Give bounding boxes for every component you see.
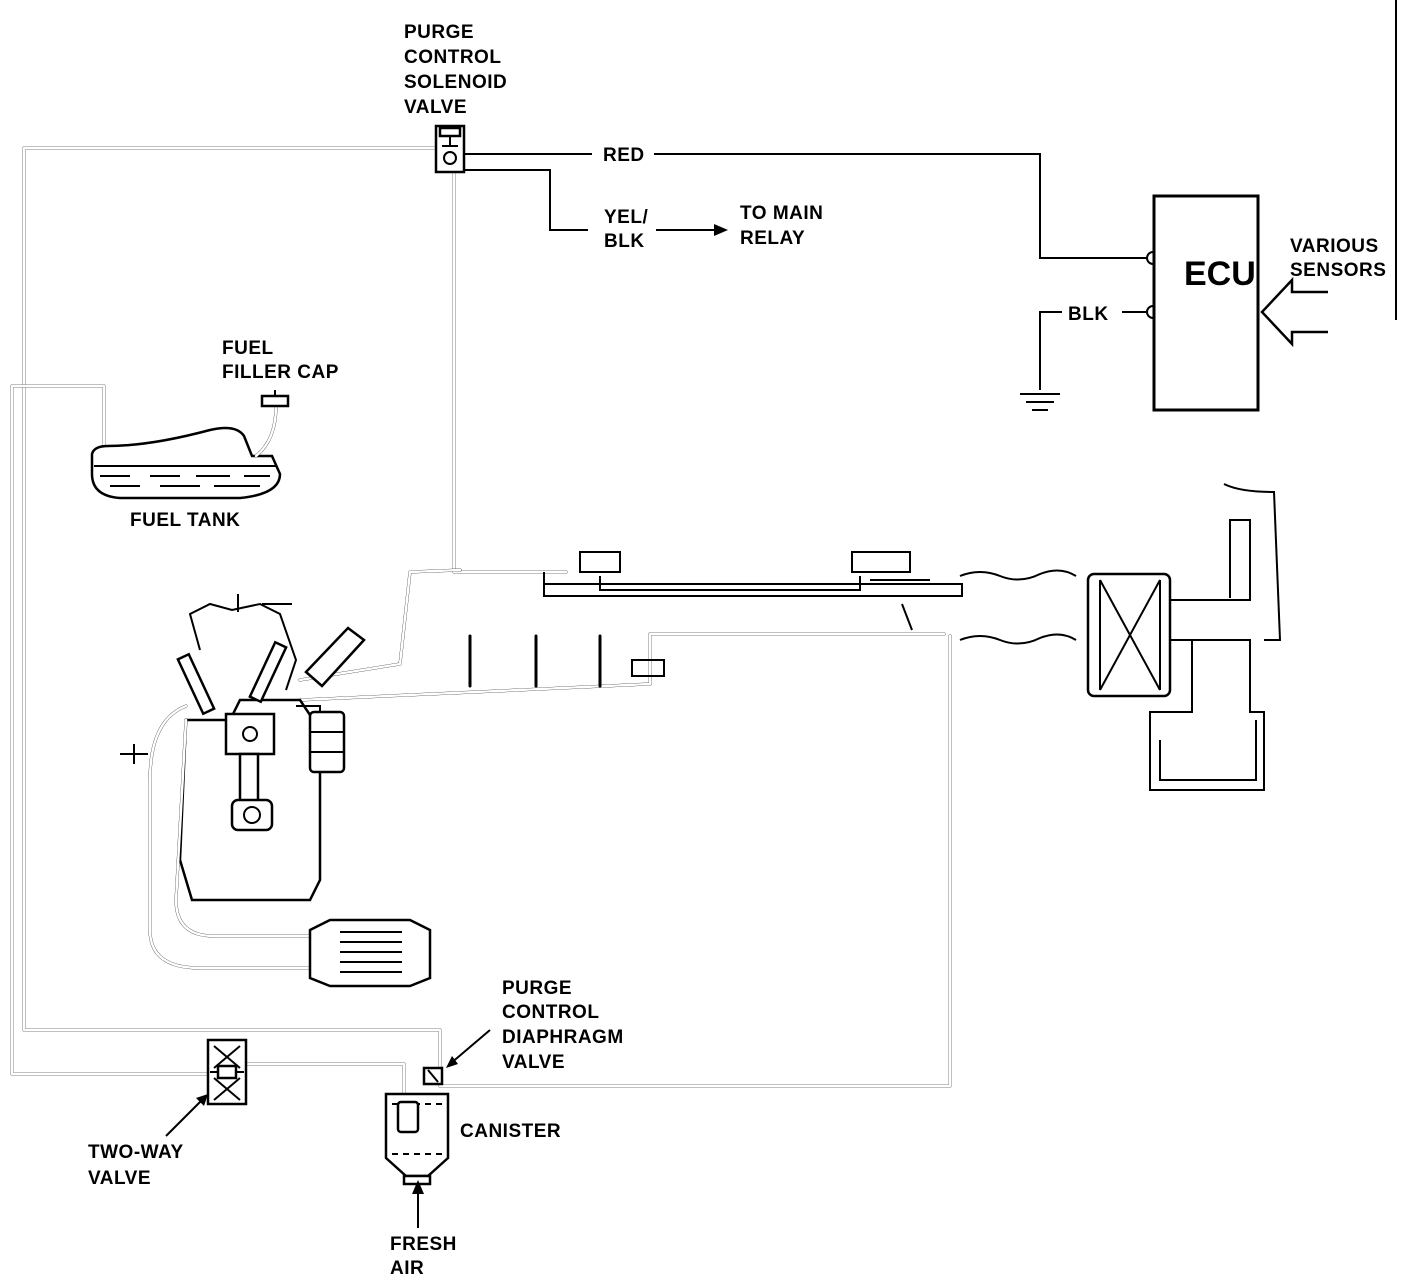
intake-manifold xyxy=(543,551,1077,645)
ground-symbol xyxy=(1020,393,1060,411)
label-purge-control-diaphragm-valve: PURGE CONTROL DIAPHRAGM VALVE xyxy=(502,978,624,1073)
label-two-way-valve: TWO-WAY VALVE xyxy=(88,1142,184,1189)
svg-text:YEL/: YEL/ xyxy=(604,207,648,228)
hose-tank-to-solenoid xyxy=(22,146,442,1070)
wiring xyxy=(464,153,1160,411)
arrow-to-main-relay xyxy=(714,224,728,236)
svg-text:PURGE: PURGE xyxy=(404,22,474,43)
svg-text:VALVE: VALVE xyxy=(404,97,467,118)
label-fresh-air: FRESH AIR xyxy=(390,1234,457,1276)
svg-text:SENSORS: SENSORS xyxy=(1290,260,1386,281)
air-cleaner xyxy=(1086,483,1282,791)
diaphragm-valve-pointer xyxy=(446,1029,491,1068)
hose-diaphragm-to-throttle xyxy=(438,634,952,1088)
label-blk-wire: BLK xyxy=(1068,304,1109,325)
svg-text:VALVE: VALVE xyxy=(502,1052,565,1073)
fuel-tank xyxy=(90,390,290,500)
svg-text:PURGE: PURGE xyxy=(502,978,572,999)
various-sensors-arrow xyxy=(1260,276,1328,348)
svg-text:DIAPHRAGM: DIAPHRAGM xyxy=(502,1027,624,1048)
svg-text:TO MAIN: TO MAIN xyxy=(740,203,823,224)
exhaust-system xyxy=(120,659,665,988)
purge-control-solenoid-valve xyxy=(434,124,466,174)
ecu-box xyxy=(1152,194,1260,412)
label-canister: CANISTER xyxy=(460,1121,561,1142)
hose-tank-vent-to-two-way-valve xyxy=(10,384,210,1076)
hose-two-way-to-canister xyxy=(244,1062,406,1102)
label-fuel-tank: FUEL TANK xyxy=(130,510,240,531)
svg-text:BLK: BLK xyxy=(604,231,645,252)
hose-lower-manifold xyxy=(298,632,946,702)
label-ecu: ECU xyxy=(1184,255,1256,293)
svg-text:CONTROL: CONTROL xyxy=(404,47,501,68)
label-yel-blk-wire: YEL/ BLK xyxy=(604,207,648,252)
svg-text:FUEL: FUEL xyxy=(222,338,274,359)
svg-text:RELAY: RELAY xyxy=(740,228,805,249)
label-various-sensors: VARIOUS SENSORS xyxy=(1290,236,1386,281)
engine xyxy=(176,594,366,902)
label-purge-control-solenoid-valve: PURGE CONTROL SOLENOID VALVE xyxy=(404,22,507,118)
canister xyxy=(384,1066,450,1186)
vacuum-port-stubs xyxy=(468,634,602,688)
svg-text:AIR: AIR xyxy=(390,1258,424,1276)
svg-text:VARIOUS: VARIOUS xyxy=(1290,236,1379,257)
two-way-valve xyxy=(206,1038,248,1106)
label-to-main-relay: TO MAIN RELAY xyxy=(740,203,823,249)
label-fuel-filler-cap: FUEL FILLER CAP xyxy=(222,338,339,383)
label-red-wire: RED xyxy=(603,145,645,166)
svg-text:CONTROL: CONTROL xyxy=(502,1002,599,1023)
two-way-valve-pointer xyxy=(165,1094,208,1137)
svg-text:FRESH: FRESH xyxy=(390,1234,457,1255)
fresh-air-arrow xyxy=(412,1180,424,1228)
svg-text:FILLER CAP: FILLER CAP xyxy=(222,362,339,383)
svg-text:TWO-WAY: TWO-WAY xyxy=(88,1142,184,1163)
svg-text:VALVE: VALVE xyxy=(88,1168,151,1189)
svg-text:SOLENOID: SOLENOID xyxy=(404,72,507,93)
hose-solenoid-to-intake xyxy=(452,170,568,574)
hose-intake-to-engine xyxy=(298,568,462,682)
